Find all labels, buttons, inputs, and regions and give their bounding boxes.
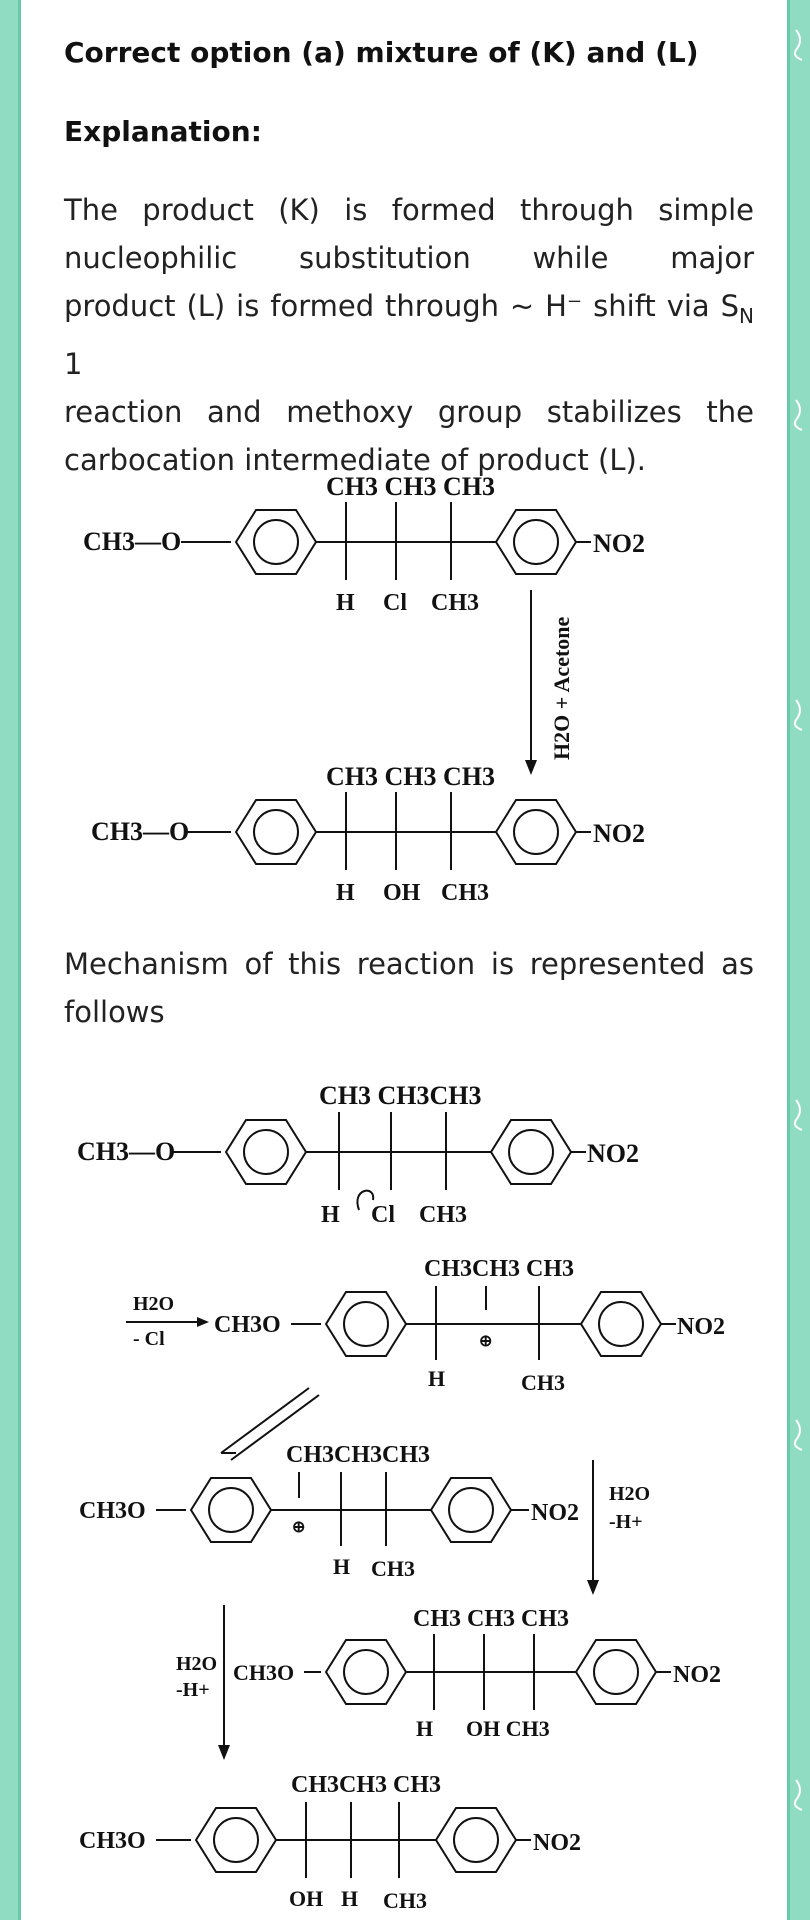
para-line: nucleophilic substitution while major	[64, 241, 754, 275]
carbocation-2: CH3O CH3CH3CH3 ⊕ H CH3 NO2 H2O -H+	[79, 1442, 650, 1595]
reactant-bottom-cl: Cl	[383, 590, 407, 616]
cation1-charge: ⊕	[479, 1333, 492, 1350]
step1-bottom-h: H	[321, 1202, 340, 1228]
right-reagent-top: H2O	[609, 1483, 650, 1505]
product-top-groups: CH3 CH3 CH3	[326, 762, 495, 791]
left-reagent-bottom: -H+	[176, 1679, 210, 1701]
product-structure: CH3—O CH3 CH3 CH3 H OH CH3 NO2	[91, 762, 645, 906]
content-card: Correct option (a) mixture of (K) and (L…	[18, 0, 790, 1920]
cation2-top-groups: CH3CH3CH3	[286, 1442, 430, 1468]
reagent-label: H2O + Acetone	[549, 616, 574, 760]
prodA-top-groups: CH3 CH3 CH3	[413, 1606, 569, 1632]
product-bottom-h: H	[336, 880, 355, 906]
reactant-left-group: CH3—O	[83, 527, 181, 556]
step1-left-group: CH3—O	[77, 1137, 175, 1166]
para-line: follows	[64, 995, 165, 1029]
answer-heading: Correct option (a) mixture of (K) and (L…	[64, 36, 699, 69]
cation1-left-group: CH3O	[214, 1312, 281, 1338]
prodA-bottom-h: H	[416, 1716, 433, 1741]
step1-right-group: NO2	[587, 1139, 639, 1168]
edge-decoration	[793, 29, 803, 1811]
prodB-bottom-h: H	[341, 1886, 358, 1911]
cation1-right-group: NO2	[677, 1314, 725, 1340]
cation2-right-group: NO2	[531, 1500, 579, 1526]
para-line: carbocation intermediate of product (L).	[64, 442, 647, 477]
prodB-bottom-ch3: CH3	[383, 1888, 427, 1913]
step1-top-groups: CH3 CH3CH3	[319, 1081, 482, 1110]
para-line: The product (K) is formed through simple	[64, 193, 754, 227]
reaction-scheme-1: CH3—O CH3 CH3 CH3 H Cl CH3 NO2 H2O + Ace…	[83, 472, 645, 906]
cation1-bottom-ch3: CH3	[521, 1370, 565, 1395]
cation1-top-groups: CH3CH3 CH3	[424, 1256, 574, 1282]
product-a: H2O -H+ CH3O CH3 CH3 CH3 H OH CH3 NO2	[176, 1605, 721, 1760]
reactant-right-group: NO2	[593, 529, 645, 558]
mechanism-paragraph: Mechanism of this reaction is represente…	[64, 940, 754, 1036]
prodB-left-group: CH3O	[79, 1828, 146, 1854]
mechanism-step1: CH3—O CH3 CH3CH3 H Cl CH3 NO2	[77, 1081, 639, 1228]
reactant-structure: CH3—O CH3 CH3 CH3 H Cl CH3 NO2	[83, 472, 645, 616]
prodA-right-group: NO2	[673, 1662, 721, 1688]
prodA-left-group: CH3O	[233, 1660, 294, 1685]
cation2-bottom-ch3: CH3	[371, 1556, 415, 1581]
reactant-top-groups: CH3 CH3 CH3	[326, 472, 495, 501]
cation1-bottom-h: H	[428, 1366, 445, 1391]
para-line: Mechanism of this reaction is represente…	[64, 947, 754, 981]
left-reagent-top: H2O	[176, 1653, 217, 1675]
step1-reagent-bottom: - Cl	[133, 1328, 165, 1350]
prodB-bottom-oh: OH	[289, 1886, 323, 1911]
reactant-bottom-h: H	[336, 590, 355, 616]
equilibrium-arrow	[220, 1387, 320, 1461]
reactant-bottom-ch3: CH3	[431, 590, 479, 616]
prodB-right-group: NO2	[533, 1830, 581, 1856]
product-left-group: CH3—O	[91, 817, 189, 846]
cation2-bottom-h: H	[333, 1554, 350, 1579]
right-reagent-bottom: -H+	[609, 1511, 643, 1533]
para-line: reaction and methoxy group stabilizes th…	[64, 394, 754, 429]
prodB-top-groups: CH3CH3 CH3	[291, 1772, 441, 1798]
cation2-charge: ⊕	[292, 1519, 305, 1536]
product-bottom-oh: OH	[383, 880, 421, 906]
reaction-arrow: H2O + Acetone	[525, 590, 574, 775]
cation2-left-group: CH3O	[79, 1498, 146, 1524]
explanation-paragraph: The product (K) is formed through simple…	[64, 186, 754, 484]
step1-bottom-cl: Cl	[371, 1202, 395, 1228]
step1-bottom-ch3: CH3	[419, 1202, 467, 1228]
carbocation-1: H2O - Cl CH3O CH3CH3 CH3 ⊕ H CH3 NO2	[126, 1256, 725, 1395]
product-b: CH3O CH3CH3 CH3 OH H CH3 NO2	[79, 1772, 581, 1913]
step1-reagent-top: H2O	[133, 1293, 174, 1315]
mechanism-scheme: CH3—O CH3 CH3CH3 H Cl CH3 NO2 H2O - Cl C…	[77, 1081, 725, 1913]
explanation-heading: Explanation:	[64, 115, 262, 148]
para-line: product (L) is formed through ~ H⁻ shift…	[64, 289, 754, 381]
prodA-bottom-groups: OH CH3	[466, 1716, 550, 1741]
product-bottom-ch3: CH3	[441, 880, 489, 906]
product-right-group: NO2	[593, 819, 645, 848]
